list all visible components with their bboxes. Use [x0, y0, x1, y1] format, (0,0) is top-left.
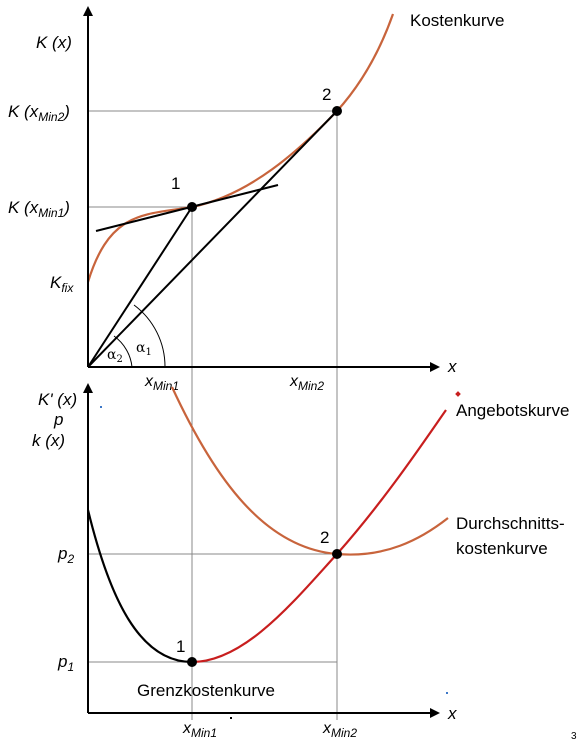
- ray-to-point-1: [87, 206, 193, 368]
- bottom-point-2-marker: [332, 549, 342, 559]
- tick-p2: p2: [57, 544, 74, 566]
- tick-p1: p1: [57, 652, 74, 674]
- top-point-2-label: 2: [322, 85, 331, 104]
- bottom-tick-x-min1: xMin1: [182, 720, 217, 740]
- bottom-graph: K' (x) p k (x) x p2 p1 xMin1 xMin2 Angeb…: [32, 383, 569, 740]
- top-point-1-label: 1: [171, 174, 180, 193]
- bottom-point-1-label: 1: [176, 637, 185, 656]
- cost-curve-label: Kostenkurve: [410, 11, 505, 30]
- stray-dot: [100, 406, 102, 408]
- bottom-x-axis-label: x: [447, 704, 457, 723]
- bottom-y-axis-label-line-3: k (x): [32, 431, 65, 450]
- marginal-cost-curve-label: Grenzkostenkurve: [137, 681, 275, 700]
- page-number: 3: [571, 731, 577, 742]
- top-y-axis-label: K (x): [36, 33, 72, 52]
- stray-dot: [446, 692, 448, 694]
- angle-arc-alpha1: [133, 304, 166, 368]
- supply-curve-label: Angebotskurve: [456, 401, 569, 420]
- average-cost-curve-label-line-1: Durchschnitts-: [456, 514, 565, 533]
- tick-k-min2: K (xMin2): [8, 102, 70, 124]
- angle-arc-alpha2: [113, 335, 133, 368]
- tangent-line: [95, 184, 279, 232]
- bottom-point-2-label: 2: [320, 528, 329, 547]
- average-cost-curve-label-line-2: kostenkurve: [456, 539, 548, 558]
- average-cost-curve: [171, 386, 449, 556]
- bottom-y-axis-label-line-1: K' (x): [38, 390, 77, 409]
- supply-curve: [191, 409, 447, 664]
- alpha2-label: α2: [107, 347, 123, 365]
- top-x-axis-label: x: [447, 357, 457, 376]
- ray-to-point-2: [87, 110, 338, 368]
- bottom-point-1-marker: [187, 657, 197, 667]
- marginal-cost-curve: [86, 509, 193, 664]
- top-point-2-marker: [332, 106, 342, 116]
- top-guide-lines: [88, 110, 338, 720]
- top-graph: K (x) x K (xMin2) K (xMin1) Kfix xMin1 x…: [8, 6, 505, 720]
- top-tick-x-min2: xMin2: [289, 373, 324, 393]
- top-point-1-marker: [187, 202, 197, 212]
- average-cost-curve-label: Durchschnitts- kostenkurve: [456, 514, 569, 558]
- tick-k-min1: K (xMin1): [8, 198, 70, 220]
- supply-legend-marker: [455, 391, 461, 397]
- bottom-guide-lines: [88, 553, 337, 663]
- cost-curve: [86, 13, 395, 283]
- bottom-tick-x-min2: xMin2: [322, 720, 357, 740]
- stray-dot: [230, 717, 232, 719]
- bottom-y-axis-label: K' (x) p k (x): [32, 390, 82, 450]
- bottom-y-axis-label-line-2: p: [53, 410, 63, 429]
- tick-k-fix: Kfix: [50, 273, 74, 295]
- alpha1-label: α1: [136, 340, 152, 358]
